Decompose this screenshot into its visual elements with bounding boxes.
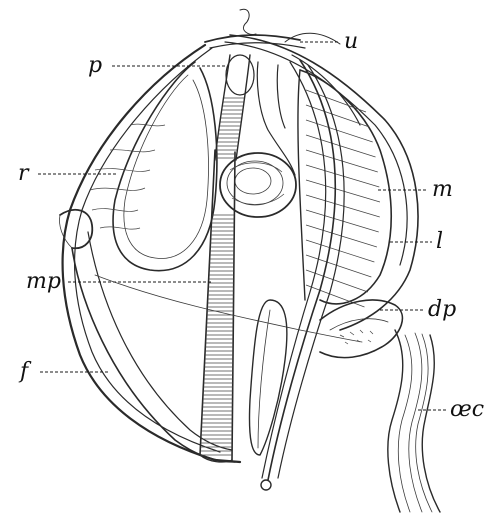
upper-column-p bbox=[215, 55, 295, 175]
label-m: m bbox=[432, 177, 453, 202]
oesophagus-oec bbox=[388, 330, 440, 512]
label-u: u bbox=[344, 29, 358, 54]
label-p: p bbox=[88, 53, 102, 78]
label-l: l bbox=[436, 229, 443, 254]
label-oec: œc bbox=[450, 397, 484, 422]
label-r: r bbox=[18, 161, 30, 186]
gill-rib bbox=[306, 105, 369, 127]
label-f: f bbox=[18, 359, 32, 384]
gill-rib bbox=[306, 120, 373, 142]
dp-organ bbox=[320, 300, 402, 358]
round-body bbox=[220, 153, 296, 217]
central-stalk-mp bbox=[200, 150, 235, 462]
curved-rods bbox=[261, 60, 344, 490]
gill-rib bbox=[306, 180, 380, 202]
label-dp: dp bbox=[428, 297, 456, 322]
outer-body-outline bbox=[63, 35, 418, 462]
left-lobe-r bbox=[90, 62, 217, 271]
label-mp: mp bbox=[26, 269, 61, 294]
leader-lines bbox=[38, 42, 448, 410]
